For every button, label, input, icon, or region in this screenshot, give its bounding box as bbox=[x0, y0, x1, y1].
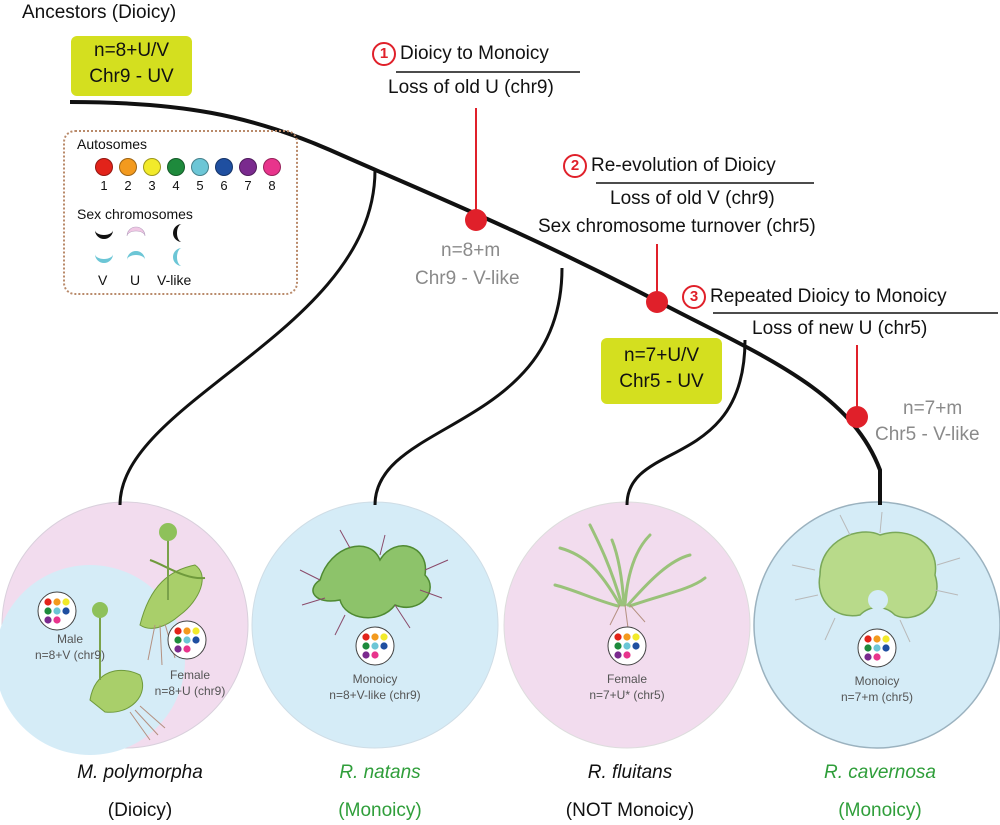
karyotype-chip-r-cavernosa bbox=[857, 628, 897, 668]
node3-label-line2: Chr5 - V-like bbox=[875, 424, 980, 445]
legend-sex-label-v-like: V-like bbox=[157, 272, 192, 288]
plant-r-fluitans bbox=[553, 523, 707, 629]
panel3-label: Female bbox=[606, 672, 647, 686]
panel1-male-label: Male bbox=[56, 632, 83, 646]
ancestor-box-line1: n=8+U/V bbox=[94, 40, 169, 61]
system-r-fluitans: (NOT Monoicy) bbox=[565, 800, 695, 821]
autosome-dot-8 bbox=[263, 158, 281, 176]
autosome-dot-4 bbox=[167, 158, 185, 176]
autosome-number-1: 1 bbox=[100, 178, 108, 193]
karyotype-chip-female bbox=[167, 620, 207, 660]
mid-box-line2: Chr5 - UV bbox=[619, 371, 704, 392]
autosome-dot-6 bbox=[215, 158, 233, 176]
autosome-number-4: 4 bbox=[172, 178, 180, 193]
panel2-label: Monoicy bbox=[352, 672, 398, 686]
autosome-number-7: 7 bbox=[244, 178, 252, 193]
plant-m-polymorpha bbox=[89, 523, 206, 741]
chromosome-legend: Autosomes 1 2 3 4 5 6 7 8 Sex chromosomes V U V… bbox=[63, 130, 298, 295]
node1-label-line1: n=8+m bbox=[441, 240, 501, 261]
legend-autosomes-title: Autosomes bbox=[77, 136, 148, 152]
legend-sex-label-v: V bbox=[98, 272, 108, 288]
node1-label-line2: Chr9 - V-like bbox=[415, 268, 520, 289]
plant-r-cavernosa bbox=[791, 511, 961, 643]
autosome-dot-2 bbox=[119, 158, 137, 176]
legend-sex-glyphs bbox=[95, 224, 182, 266]
panel3-geno: n=7+U* (chr5) bbox=[589, 688, 665, 702]
autosome-number-8: 8 bbox=[268, 178, 276, 193]
autosome-dot-3 bbox=[143, 158, 161, 176]
species-r-natans: R. natans bbox=[339, 762, 421, 783]
ancestor-box-line2: Chr9 - UV bbox=[89, 66, 174, 87]
system-m-polymorpha: (Dioicy) bbox=[107, 800, 173, 821]
u-blue-icon bbox=[127, 251, 145, 260]
system-r-cavernosa: (Monoicy) bbox=[838, 800, 922, 821]
event-1-sub: Loss of old U (chr9) bbox=[388, 77, 554, 98]
species-m-polymorpha: M. polymorpha bbox=[77, 762, 203, 783]
u-pink-icon bbox=[126, 226, 146, 237]
v-like-blue-icon bbox=[173, 248, 182, 266]
panel-circle-r-cavernosa bbox=[753, 501, 1000, 749]
event-3-node bbox=[846, 406, 868, 428]
panel2-geno: n=8+V-like (chr9) bbox=[329, 688, 421, 702]
autosome-number-6: 6 bbox=[220, 178, 228, 193]
event-3-sub: Loss of new U (chr5) bbox=[752, 318, 928, 339]
mid-box-line1: n=7+U/V bbox=[624, 345, 699, 366]
v-black-icon bbox=[95, 230, 113, 239]
karyotype-chip-r-natans bbox=[355, 626, 395, 666]
event-2-node bbox=[646, 291, 668, 313]
species-r-fluitans: R. fluitans bbox=[587, 762, 673, 783]
autosome-dot-5 bbox=[191, 158, 209, 176]
node3-label-line1: n=7+m bbox=[903, 398, 963, 419]
system-r-natans: (Monoicy) bbox=[338, 800, 422, 821]
v-blue-icon bbox=[95, 254, 113, 263]
species-r-cavernosa: R. cavernosa bbox=[824, 762, 936, 783]
autosome-number-2: 2 bbox=[124, 178, 132, 193]
event-3-title-text: Repeated Dioicy to Monoicy bbox=[710, 286, 947, 308]
panel4-geno: n=7+m (chr5) bbox=[840, 690, 914, 704]
event-1-number: 1 bbox=[372, 42, 396, 66]
event-1-node bbox=[465, 209, 487, 231]
branch-r-fluitans bbox=[625, 339, 747, 506]
panel-circles bbox=[0, 501, 1000, 755]
karyotype-chip-r-fluitans bbox=[607, 626, 647, 666]
autosome-number-3: 3 bbox=[148, 178, 156, 193]
mid-karyotype-box: n=7+U/V Chr5 - UV bbox=[601, 338, 722, 404]
v-like-black-icon bbox=[173, 224, 182, 242]
autosome-dot-1 bbox=[95, 158, 113, 176]
panel4-label: Monoicy bbox=[854, 674, 900, 688]
event-3-number: 3 bbox=[682, 285, 706, 309]
branch-r-natans bbox=[373, 267, 564, 506]
autosome-dot-7 bbox=[239, 158, 257, 176]
legend-sex-label-u: U bbox=[130, 272, 141, 288]
panel1-male-geno: n=8+V (chr9) bbox=[34, 648, 106, 662]
main-trunk bbox=[69, 100, 882, 505]
panel1-female-label: Female bbox=[169, 668, 210, 682]
event-2-sub: Loss of old V (chr9) bbox=[610, 188, 775, 209]
event-2-extra: Sex chromosome turnover (chr5) bbox=[538, 216, 816, 237]
panel1-female-geno: n=8+U (chr9) bbox=[154, 684, 226, 698]
ancestor-karyotype-box: n=8+U/V Chr9 - UV bbox=[71, 36, 192, 96]
karyotype-chip-male bbox=[37, 591, 77, 631]
legend-sex-title: Sex chromosomes bbox=[77, 206, 193, 222]
plant-r-natans bbox=[299, 529, 449, 636]
ancestors-label: Ancestors (Dioicy) bbox=[22, 2, 177, 23]
event-2-title-text: Re-evolution of Dioicy bbox=[591, 155, 776, 177]
event-1-title-text: Dioicy to Monoicy bbox=[400, 43, 549, 65]
branch-m-polymorpha bbox=[118, 169, 377, 506]
autosome-number-5: 5 bbox=[196, 178, 204, 193]
event-2-number: 2 bbox=[563, 154, 587, 178]
